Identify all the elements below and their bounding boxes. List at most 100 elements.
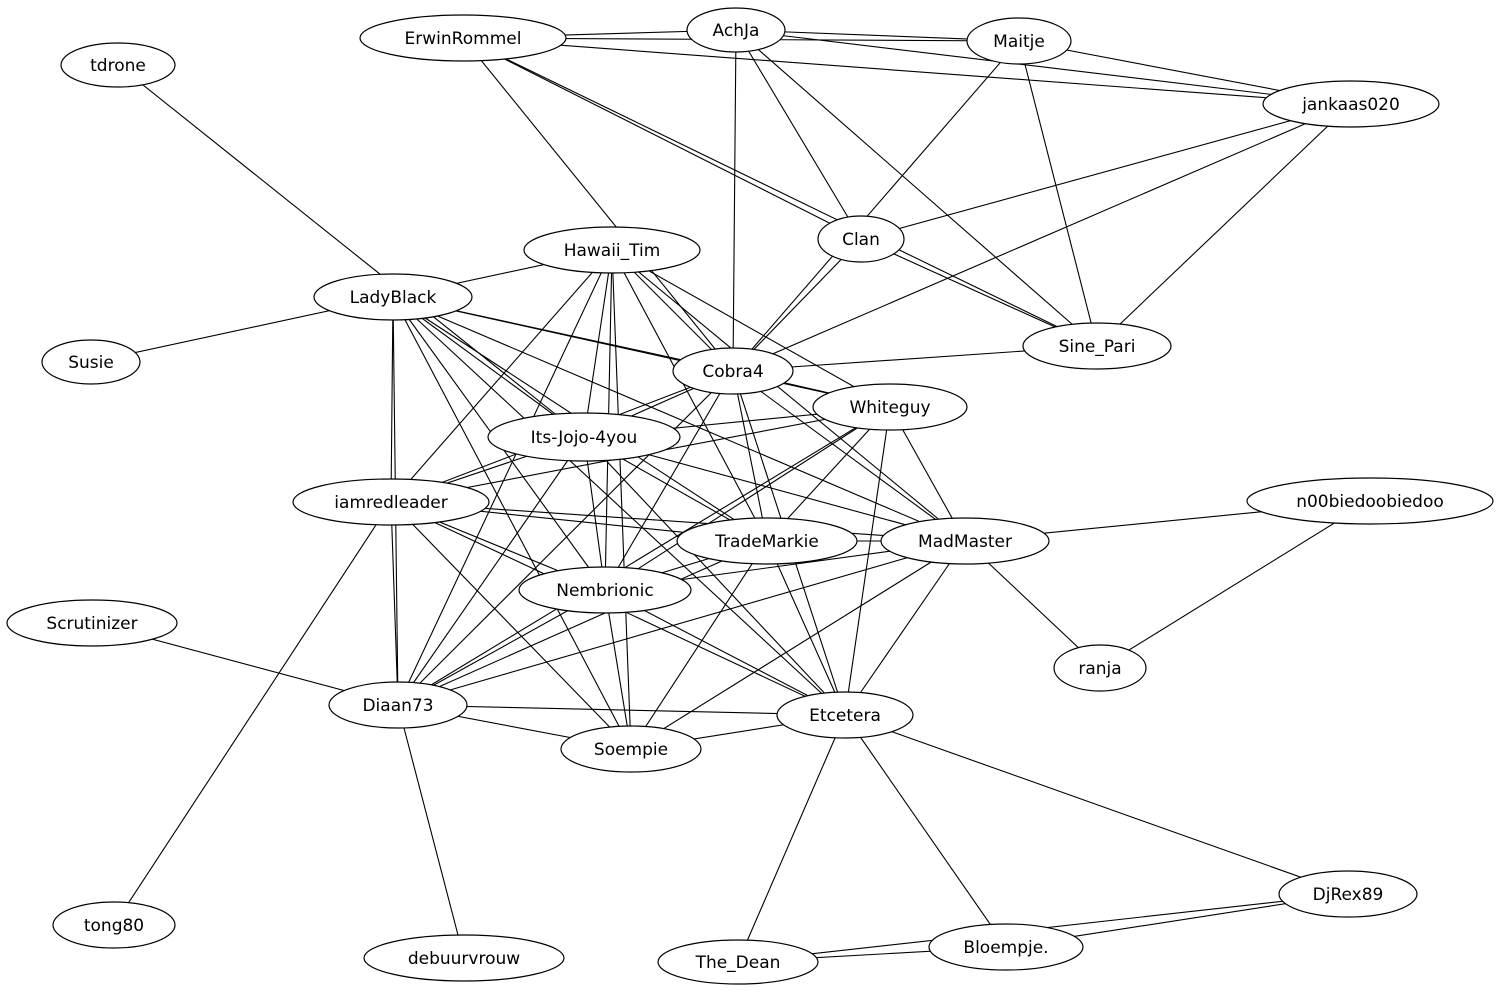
node-ellipse bbox=[776, 691, 914, 739]
node-ellipse bbox=[487, 412, 681, 462]
edge-ladyblack-whiteguy bbox=[392, 296, 891, 408]
edge-etcetera-bloempje bbox=[844, 714, 1007, 948]
edge-trademarkie-soempie bbox=[630, 540, 768, 750]
edge-hawaii-tim-whiteguy bbox=[611, 249, 891, 408]
node-ellipse bbox=[52, 901, 176, 949]
node-ellipse bbox=[60, 42, 176, 88]
edge-hawaii-tim-trademarkie bbox=[611, 249, 768, 542]
node-soempie: Soempie bbox=[560, 725, 702, 773]
node-etcetera: Etcetera bbox=[776, 691, 914, 739]
node-tong80: tong80 bbox=[52, 901, 176, 949]
node-ellipse bbox=[1262, 80, 1440, 128]
edge-n00biedoobiedoo-ranja bbox=[1099, 500, 1371, 669]
edge-iamredleader-tong80 bbox=[113, 501, 392, 926]
edge-achja-cobra4 bbox=[732, 29, 737, 372]
node-label: Bloempje. bbox=[963, 938, 1048, 958]
edge-hawaii-tim-soempie bbox=[611, 249, 632, 750]
node-bloempje: Bloempje. bbox=[928, 923, 1084, 971]
node-label: Whiteguy bbox=[849, 398, 930, 418]
edge-achja-sine-pari bbox=[735, 29, 1098, 347]
node-label: n00biedoobiedoo bbox=[1296, 492, 1444, 512]
node-ellipse bbox=[313, 273, 473, 321]
edge-cobra4-diaan73 bbox=[397, 370, 734, 706]
edge-nembrionic-soempie bbox=[604, 589, 632, 750]
node-ellipse bbox=[523, 226, 701, 274]
node-scrutinizer: Scrutinizer bbox=[6, 599, 178, 647]
edge-layer bbox=[90, 29, 1371, 963]
node-label: jankaas020 bbox=[1301, 95, 1400, 115]
node-ellipse bbox=[41, 339, 141, 385]
node-label: debuurvrouw bbox=[408, 949, 520, 969]
node-ladyblack: LadyBlack bbox=[313, 273, 473, 321]
edge-erwinrommel-cobra4 bbox=[462, 37, 734, 372]
node-maitje: Maitje bbox=[966, 17, 1072, 65]
edge-cobra4-madmaster bbox=[732, 370, 966, 542]
edge-its-jojo-4you-etcetera bbox=[583, 436, 846, 716]
node-label: Cobra4 bbox=[702, 362, 763, 382]
node-its-jojo-4you: Its-Jojo-4you bbox=[487, 412, 681, 462]
node-label: The_Dean bbox=[695, 953, 781, 973]
edge-madmaster-etcetera bbox=[844, 540, 966, 716]
edge-whiteguy-nembrionic bbox=[604, 406, 891, 591]
node-label: LadyBlack bbox=[350, 288, 437, 308]
node-ellipse bbox=[1246, 477, 1494, 525]
node-ellipse bbox=[672, 347, 794, 395]
edge-hawaii-tim-madmaster bbox=[611, 249, 966, 542]
edge-achja-jankaas020 bbox=[735, 29, 1352, 105]
edge-etcetera-djrex89 bbox=[844, 714, 1349, 895]
edge-hawaii-tim-its-jojo-4you bbox=[583, 249, 613, 438]
node-djrex89: DjRex89 bbox=[1278, 870, 1418, 918]
edge-its-jojo-4you-diaan73 bbox=[397, 436, 585, 706]
edge-trademarkie-etcetera bbox=[766, 540, 846, 716]
node-label: Maitje bbox=[993, 32, 1045, 52]
node-label: tdrone bbox=[90, 56, 146, 76]
edge-ladyblack-madmaster bbox=[392, 296, 966, 542]
node-label: ranja bbox=[1078, 659, 1121, 679]
node-ellipse bbox=[6, 599, 178, 647]
edge-maitje-cobra4 bbox=[732, 40, 1020, 372]
node-ellipse bbox=[812, 383, 968, 431]
node-debuurvrouw: debuurvrouw bbox=[363, 934, 565, 982]
edge-trademarkie-diaan73 bbox=[397, 540, 768, 706]
node-hawaii-tim: Hawaii_Tim bbox=[523, 226, 701, 274]
node-ellipse bbox=[966, 17, 1072, 65]
node-tdrone: tdrone bbox=[60, 42, 176, 88]
edge-iamredleader-soempie bbox=[390, 501, 632, 750]
node-label: iamredleader bbox=[334, 493, 447, 513]
edge-its-jojo-4you-nembrionic bbox=[583, 436, 606, 591]
node-label: MadMaster bbox=[918, 532, 1012, 552]
edge-ladyblack-etcetera bbox=[392, 296, 846, 716]
node-ellipse bbox=[363, 934, 565, 982]
node-ellipse bbox=[518, 566, 692, 614]
edge-etcetera-the-dean bbox=[737, 714, 846, 963]
edge-madmaster-diaan73 bbox=[397, 540, 966, 706]
node-label: TradeMarkie bbox=[714, 532, 819, 552]
node-n00biedoobiedoo: n00biedoobiedoo bbox=[1246, 477, 1494, 525]
node-clan: Clan bbox=[817, 215, 905, 263]
edge-ladyblack-soempie bbox=[392, 296, 632, 750]
node-jankaas020: jankaas020 bbox=[1262, 80, 1440, 128]
node-ellipse bbox=[1022, 322, 1172, 370]
node-achja: AchJa bbox=[686, 7, 786, 53]
edge-whiteguy-diaan73 bbox=[397, 406, 891, 706]
edge-erwinrommel-clan bbox=[462, 37, 862, 240]
node-ellipse bbox=[676, 517, 858, 565]
edge-achja-clan bbox=[735, 29, 862, 240]
node-ranja: ranja bbox=[1053, 644, 1147, 692]
edge-ladyblack-its-jojo-4you bbox=[392, 296, 585, 438]
node-label: ErwinRommel bbox=[405, 29, 522, 49]
node-nembrionic: Nembrionic bbox=[518, 566, 692, 614]
node-ellipse bbox=[817, 215, 905, 263]
node-erwinrommel: ErwinRommel bbox=[359, 14, 567, 62]
edge-tdrone-its-jojo-4you bbox=[117, 64, 585, 438]
node-label: Scrutinizer bbox=[46, 614, 137, 634]
node-madmaster: MadMaster bbox=[880, 517, 1050, 565]
node-label: Etcetera bbox=[809, 706, 881, 726]
node-label: DjRex89 bbox=[1313, 885, 1384, 905]
edge-maitje-sine-pari bbox=[1018, 40, 1098, 347]
edge-cobra4-trademarkie bbox=[732, 370, 768, 542]
edge-jankaas020-sine-pari bbox=[1096, 103, 1352, 347]
node-whiteguy: Whiteguy bbox=[812, 383, 968, 431]
